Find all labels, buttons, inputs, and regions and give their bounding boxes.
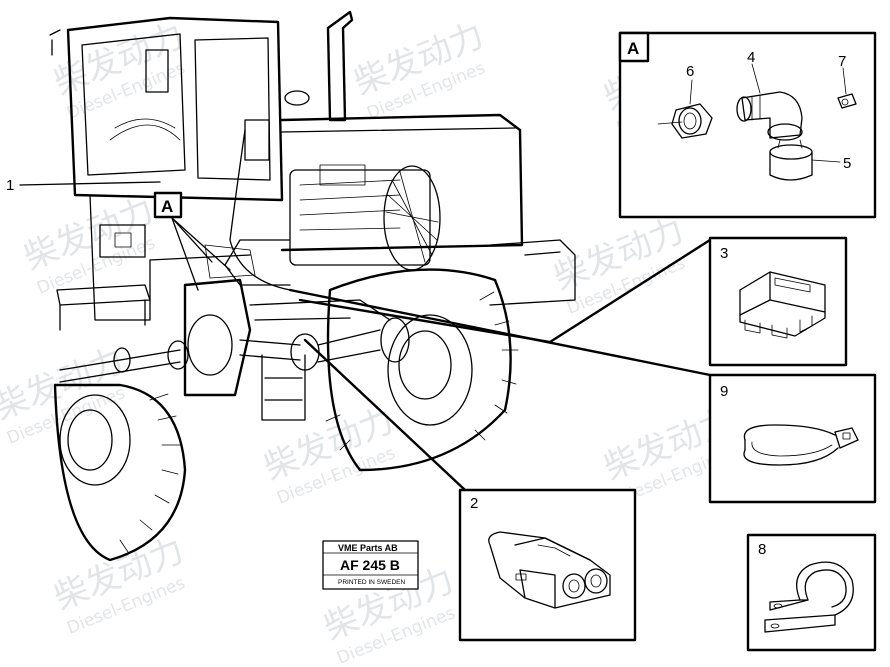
detail-marker-frame (153, 191, 183, 219)
plate-company: VME Parts AB (338, 543, 398, 553)
front-wheel-left (53, 383, 187, 562)
part-3-connector-housing (739, 271, 826, 339)
engine (224, 164, 441, 286)
callout-5: 5 (843, 155, 851, 172)
detail-box-9-frame (708, 373, 877, 504)
part-5-cap (769, 139, 841, 181)
leader-2 (303, 338, 467, 492)
detail-box-a-tag (618, 31, 650, 63)
detail-box-2-frame (458, 488, 637, 642)
leader-1 (19, 181, 161, 186)
detail-box-3: 3 (708, 236, 848, 367)
cab (49, 16, 284, 202)
detail-box-8: 8 (746, 533, 877, 652)
part-7-clip (837, 67, 857, 109)
engine-hood (280, 113, 576, 306)
part-2-connector-plug (488, 531, 611, 609)
leader-a-3 (171, 217, 231, 271)
detail-box-a: A 6 4 7 (618, 31, 877, 219)
part-9-cable-tie (743, 424, 859, 466)
callout-1: 1 (6, 177, 14, 194)
callout-3: 3 (720, 245, 728, 262)
frame (56, 194, 306, 421)
part-6-nut (657, 79, 713, 139)
cable-harness (229, 129, 291, 291)
callout-2: 2 (470, 495, 478, 512)
detail-marker-label: A (161, 197, 173, 216)
vme-parts-plate: VME Parts AB AF 245 B PRINTED IN SWEDEN (322, 540, 419, 590)
callout-8: 8 (758, 541, 766, 558)
rear-wheel (325, 268, 519, 472)
part-4-elbow (736, 63, 803, 141)
plate-printed: PRINTED IN SWEDEN (338, 579, 405, 586)
plate-frame (322, 540, 419, 590)
plate-code: AF 245 B (340, 557, 400, 573)
detail-box-8-frame (746, 533, 877, 652)
detail-box-2: 2 (458, 488, 637, 642)
exhaust-stack (284, 10, 354, 122)
leader-3a (298, 298, 552, 344)
leader-lines (19, 181, 712, 492)
detail-marker-a[interactable]: A (153, 191, 183, 219)
callout-4: 4 (747, 49, 755, 66)
connector-on-machine (204, 244, 256, 279)
leader-3b (548, 238, 712, 344)
callout-9: 9 (720, 383, 728, 400)
detail-box-a-label: A (627, 39, 639, 58)
leader-a-1 (171, 217, 213, 263)
leader-a-2 (171, 217, 199, 291)
detail-box-9: 9 (708, 373, 877, 504)
callout-6: 6 (686, 63, 694, 80)
callout-7: 7 (838, 53, 846, 70)
part-8-p-clamp (764, 561, 854, 633)
detail-box-a-frame (618, 31, 877, 219)
